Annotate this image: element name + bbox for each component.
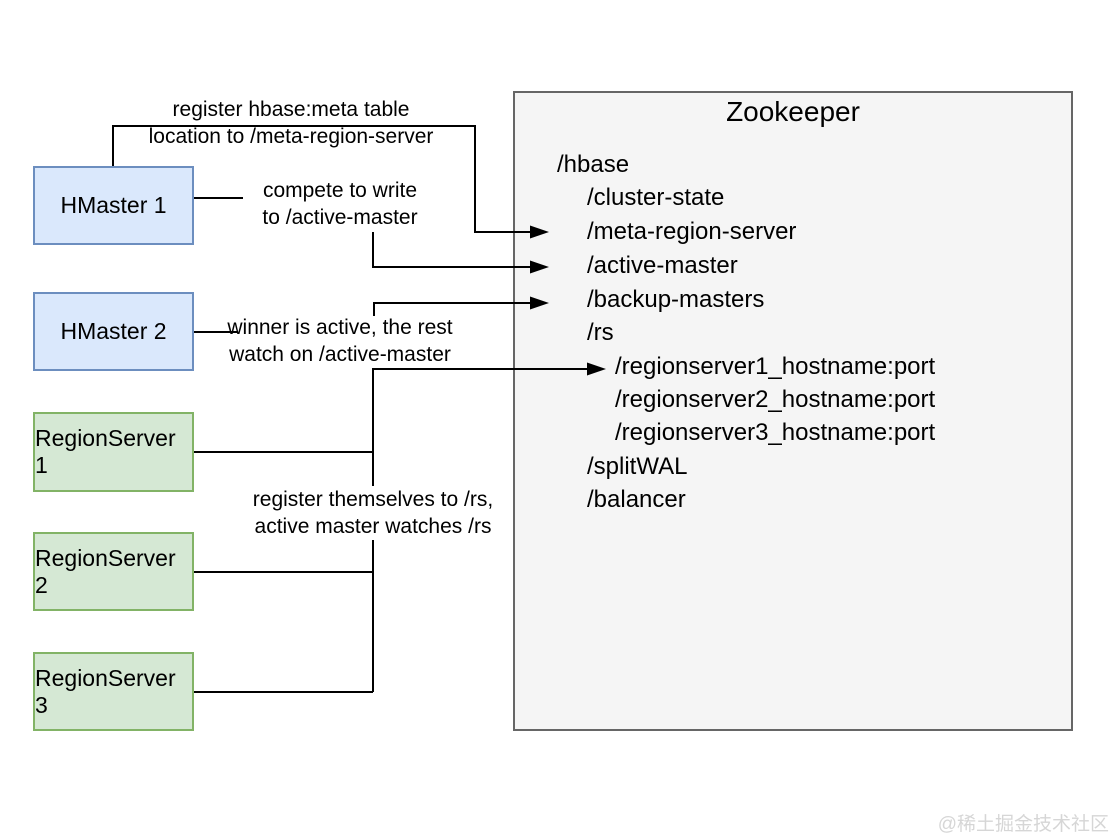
znode-splitwal: /splitWAL bbox=[587, 453, 688, 480]
znode-meta-region-server: /meta-region-server bbox=[587, 218, 797, 245]
node-hmaster1-label: HMaster 1 bbox=[60, 192, 167, 218]
node-regionserver2: RegionServer 2 bbox=[33, 532, 194, 611]
annotation-register-meta-line1: register hbase:meta table bbox=[172, 98, 410, 121]
zookeeper-panel bbox=[513, 91, 1073, 731]
annotation-register-rs: register themselves to /rs, active maste… bbox=[247, 486, 499, 540]
node-hmaster2: HMaster 2 bbox=[33, 292, 194, 371]
node-hmaster1: HMaster 1 bbox=[33, 166, 194, 245]
znode-backup-masters: /backup-masters bbox=[587, 286, 765, 313]
annotation-register-meta-line2: location to /meta-region-server bbox=[148, 125, 434, 148]
znode-active-master: /active-master bbox=[587, 252, 738, 279]
node-regionserver2-label: RegionServer 2 bbox=[35, 544, 176, 598]
annotation-compete: compete to write to /active-master bbox=[240, 177, 440, 231]
zookeeper-title: Zookeeper bbox=[726, 96, 860, 127]
znode-balancer: /balancer bbox=[587, 486, 686, 513]
annotation-register-meta: register hbase:meta table location to /m… bbox=[141, 96, 441, 150]
annotation-winner-line1: winner is active, the rest bbox=[227, 316, 453, 339]
znode-rs: /rs bbox=[587, 319, 614, 346]
annotation-compete-line1: compete to write bbox=[262, 179, 418, 202]
annotation-compete-line2: to /active-master bbox=[262, 206, 418, 229]
node-regionserver1: RegionServer 1 bbox=[33, 412, 194, 492]
annotation-winner-line2: watch on /active-master bbox=[229, 343, 451, 366]
znode-cluster-state: /cluster-state bbox=[587, 184, 725, 211]
node-regionserver3: RegionServer 3 bbox=[33, 652, 194, 731]
node-hmaster2-label: HMaster 2 bbox=[60, 318, 167, 344]
connector-active-master bbox=[372, 232, 532, 268]
node-regionserver3-label: RegionServer 3 bbox=[35, 664, 176, 718]
node-regionserver1-label: RegionServer 1 bbox=[35, 425, 176, 478]
annotation-register-rs-line2: active master watches /rs bbox=[254, 515, 492, 538]
znode-regionserver1: /regionserver1_hostname:port bbox=[615, 353, 936, 380]
znode-regionserver3: /regionserver3_hostname:port bbox=[615, 419, 936, 446]
watermark: @稀土掘金技术社区 bbox=[937, 814, 1109, 835]
annotation-register-rs-line1: register themselves to /rs, bbox=[252, 488, 494, 511]
annotation-winner: winner is active, the rest watch on /act… bbox=[215, 314, 465, 368]
znode-hbase: /hbase bbox=[557, 151, 630, 178]
znode-regionserver2: /regionserver2_hostname:port bbox=[615, 386, 936, 413]
